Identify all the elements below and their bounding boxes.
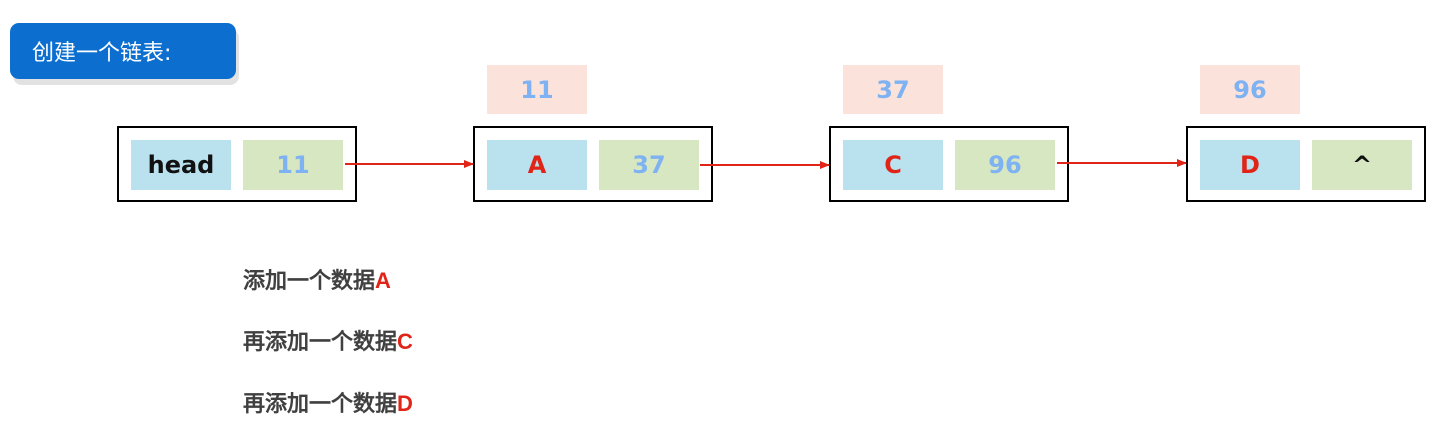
node-next-cell: 37	[599, 140, 699, 190]
node-data-cell: D	[1200, 140, 1300, 190]
address-label-c: 37	[843, 65, 943, 114]
node-next-cell: 11	[243, 140, 343, 190]
node-data-cell: C	[843, 140, 943, 190]
list-node-head: head 11	[117, 126, 357, 202]
list-node-d: D ^	[1186, 126, 1426, 202]
node-next-cell: ^	[1312, 140, 1412, 190]
node-data-cell: head	[131, 140, 231, 190]
title-label: 创建一个链表:	[10, 23, 236, 79]
step-tag: D	[397, 391, 413, 416]
address-label-a: 11	[487, 65, 587, 114]
list-node-c: C 96	[829, 126, 1069, 202]
step-add-d: 再添加一个数据D	[243, 386, 413, 418]
step-tag: A	[375, 268, 391, 293]
step-add-a: 添加一个数据A	[243, 263, 391, 295]
step-tag: C	[397, 329, 413, 354]
node-data-cell: A	[487, 140, 587, 190]
step-text: 添加一个数据	[243, 269, 376, 294]
address-label-d: 96	[1200, 65, 1300, 114]
node-next-cell: 96	[955, 140, 1055, 190]
step-text: 再添加一个数据	[243, 392, 398, 417]
step-add-c: 再添加一个数据C	[243, 324, 413, 356]
list-node-a: A 37	[473, 126, 713, 202]
step-text: 再添加一个数据	[243, 330, 398, 355]
